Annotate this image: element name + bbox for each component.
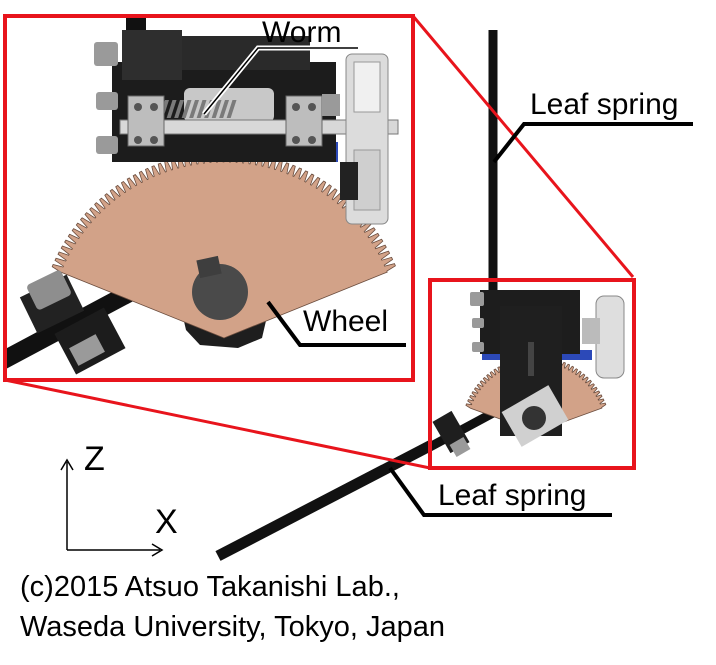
zoom-bearing-right: [285, 95, 323, 147]
zoom-hub-key: [196, 255, 222, 279]
zoom-clamp-block: [19, 270, 126, 375]
overview-view: [430, 280, 634, 468]
wheel-label: Wheel: [303, 305, 388, 338]
x-axis-label: X: [155, 503, 178, 541]
leaf-spring-bottom-leader: [388, 466, 612, 517]
wheel-leader-line: [266, 300, 406, 347]
zoom-wheel-hub: [192, 264, 248, 320]
overview-bolt-3: [472, 342, 484, 352]
leaf-spring-top-leader: [492, 122, 693, 164]
zoom-bolt-1: [94, 42, 118, 66]
worm-label: Worm: [262, 16, 341, 49]
worm-leader-line-inner: [203, 47, 358, 115]
zoom-bracket: [122, 30, 182, 80]
zoomed-detail-view: [5, 16, 413, 380]
worm-tooth: [174, 100, 185, 118]
callout-connector-top: [411, 15, 635, 278]
copyright-line-1: (c)2015 Atsuo Takanishi Lab.,: [20, 571, 400, 603]
zoom-shaft: [119, 119, 399, 135]
overview-callout-frame: [428, 278, 636, 470]
overview-clamp: [432, 385, 569, 458]
overview-slot: [528, 342, 534, 376]
worm-tooth: [181, 100, 192, 118]
worm-tooth: [211, 100, 222, 118]
worm-tooth: [219, 100, 230, 118]
leaf-spring-top-label: Leaf spring: [530, 88, 678, 121]
zoom-callout-frame: [3, 14, 415, 382]
zoom-right-collar: [322, 94, 340, 116]
zoom-bearing-left: [127, 95, 165, 147]
overview-bolt-2: [472, 318, 484, 328]
worm-tooth: [196, 100, 207, 118]
zoom-bolt-3: [96, 136, 118, 154]
worm-tooth: [166, 100, 177, 118]
callout-connector-bottom: [4, 378, 431, 470]
worm-tooth: [189, 100, 200, 118]
leaf-spring-bottom-label: Leaf spring: [438, 479, 586, 512]
zoom-bolt-2: [96, 92, 118, 110]
z-axis-arrowhead: [60, 458, 74, 471]
overview-bolt-1: [470, 292, 484, 306]
z-axis-label: Z: [84, 440, 105, 478]
worm-tooth: [226, 100, 237, 118]
copyright-line-2: Waseda University, Tokyo, Japan: [20, 611, 445, 643]
zoom-motor-pulley: [340, 53, 389, 225]
x-axis-arrowhead: [151, 543, 164, 557]
overview-motor-pulley: [582, 295, 625, 379]
